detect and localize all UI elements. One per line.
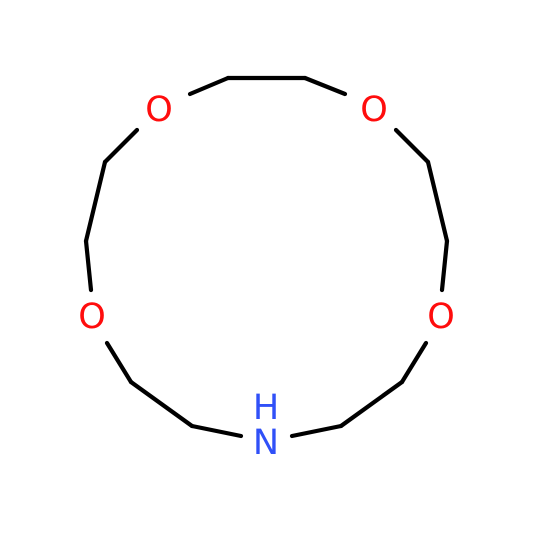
bond (128, 379, 195, 429)
oxygen-atom-label: O (145, 90, 173, 130)
nitrogen-atom-label: N (253, 423, 279, 463)
oxygen-atom-label: O (360, 90, 388, 130)
atom-labels: O O O O H N (78, 90, 455, 463)
bond (83, 159, 108, 244)
oxygen-atom-label: O (427, 297, 455, 337)
bond (338, 379, 405, 429)
bond (393, 127, 431, 165)
bonds (83, 75, 450, 439)
bond (102, 127, 140, 165)
bond (399, 340, 429, 385)
bond (104, 340, 134, 385)
bond (289, 423, 344, 439)
oxygen-atom-label: O (78, 297, 106, 337)
hydrogen-atom-label: H (253, 388, 279, 428)
bond (83, 238, 94, 293)
bond (187, 75, 231, 97)
bond (425, 159, 450, 244)
bond (302, 75, 348, 97)
bond (189, 423, 244, 439)
bond (439, 238, 450, 293)
